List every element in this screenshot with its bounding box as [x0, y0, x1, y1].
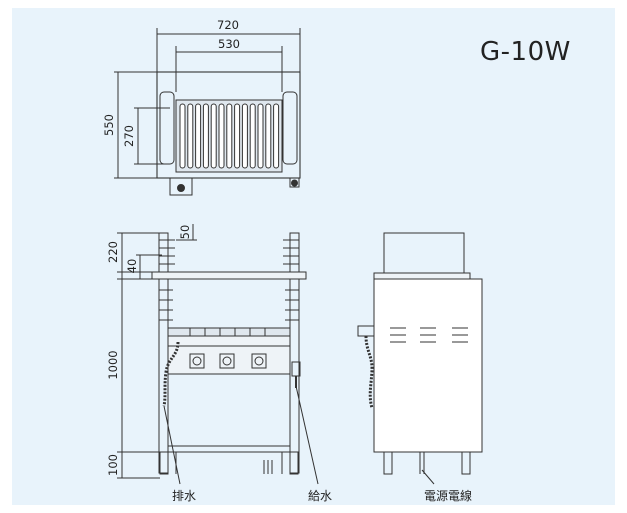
dim-530: 530 [218, 37, 240, 51]
grill-rib [179, 103, 186, 169]
grill-rib [210, 103, 217, 169]
dim-550: 550 [102, 114, 116, 136]
front-view [117, 224, 319, 485]
model-name: G-10W [480, 37, 571, 67]
grill-rib [218, 103, 225, 169]
grill-rib [195, 103, 202, 169]
dim-720: 720 [217, 18, 239, 32]
grill-ribs [179, 103, 280, 169]
grill-rib [249, 103, 256, 169]
dim-40: 40 [125, 259, 139, 274]
dim-1000: 1000 [106, 350, 120, 379]
grill-rib [257, 103, 264, 169]
label-power-cord: 電源電線 [424, 488, 472, 503]
grill-rib [226, 103, 233, 169]
drawing-panel [12, 8, 615, 505]
grill-rib [187, 103, 194, 169]
label-drain: 排水 [172, 489, 196, 503]
label-water-supply: 給水 [308, 489, 332, 503]
dim-270: 270 [122, 125, 136, 147]
dim-220: 220 [106, 241, 120, 263]
grill-rib [241, 103, 248, 169]
grill-rib [202, 103, 209, 169]
side-view [357, 232, 483, 485]
dim-50: 50 [178, 225, 192, 240]
grill-rib [234, 103, 241, 169]
grill-rib [273, 103, 280, 169]
dim-100: 100 [106, 454, 120, 476]
top-view-bottom [169, 177, 300, 196]
grill-rib [265, 103, 272, 169]
